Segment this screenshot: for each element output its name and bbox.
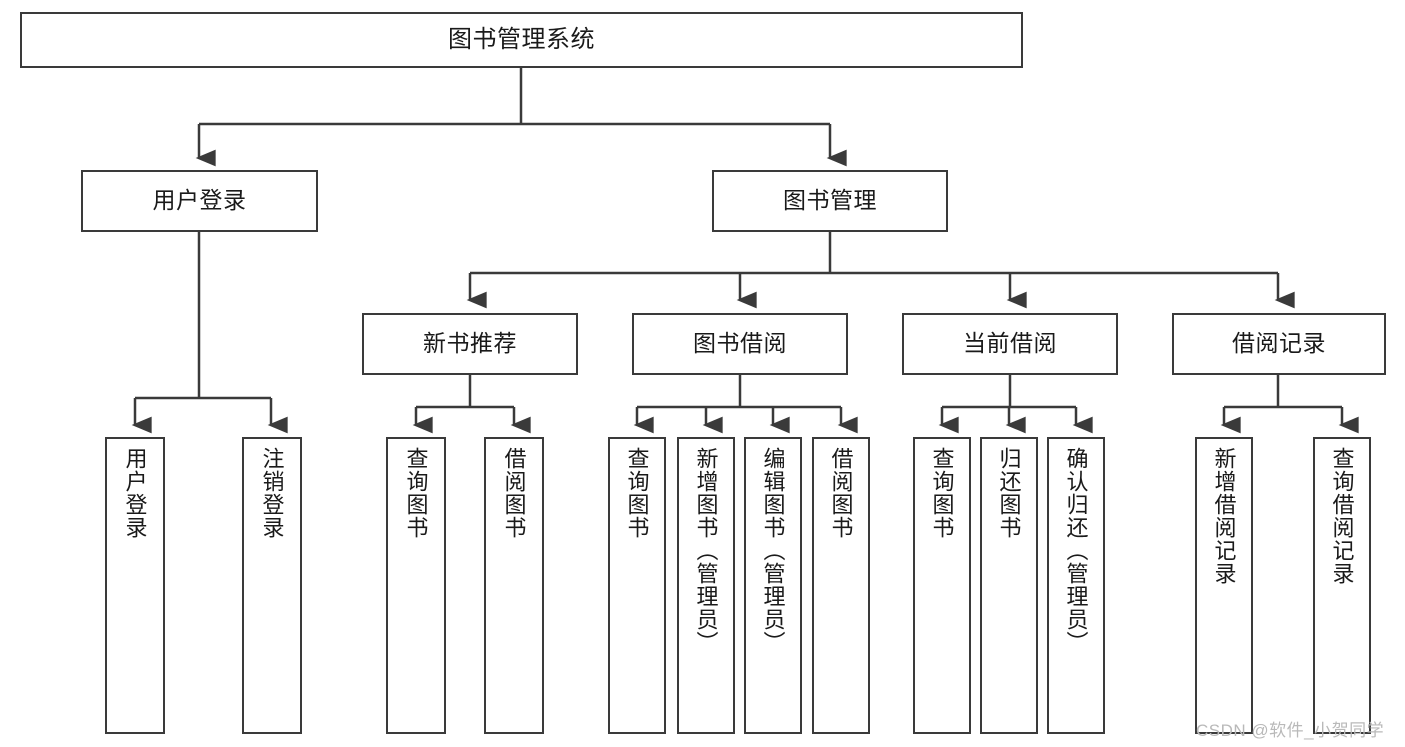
node-label: 借阅图书 xyxy=(501,447,527,539)
node-label: 用户登录 xyxy=(122,447,148,539)
node-label: 编辑图书（管理员） xyxy=(760,447,786,654)
leaf-borrow-book-recommend[interactable]: 借阅图书 xyxy=(484,437,544,734)
leaf-query-book-current[interactable]: 查询图书 xyxy=(913,437,971,734)
node-borrow-records[interactable]: 借阅记录 xyxy=(1172,313,1386,375)
leaf-logout[interactable]: 注销登录 xyxy=(242,437,302,734)
leaf-edit-book-admin[interactable]: 编辑图书（管理员） xyxy=(744,437,802,734)
node-label: 当前借阅 xyxy=(963,330,1057,357)
node-label: 查询图书 xyxy=(403,447,429,539)
node-label: 图书管理 xyxy=(783,187,877,214)
node-label: 新增图书（管理员） xyxy=(693,447,719,654)
node-user-login[interactable]: 用户登录 xyxy=(81,170,318,232)
node-label: 图书借阅 xyxy=(693,330,787,357)
node-label: 用户登录 xyxy=(152,187,247,214)
leaf-user-login[interactable]: 用户登录 xyxy=(105,437,165,734)
node-book-borrow[interactable]: 图书借阅 xyxy=(632,313,848,375)
node-book-management[interactable]: 图书管理 xyxy=(712,170,948,232)
leaf-query-book-recommend[interactable]: 查询图书 xyxy=(386,437,446,734)
leaf-add-borrow-record[interactable]: 新增借阅记录 xyxy=(1195,437,1253,734)
node-root-system[interactable]: 图书管理系统 xyxy=(20,12,1023,68)
leaf-borrow-book[interactable]: 借阅图书 xyxy=(812,437,870,734)
node-current-borrow[interactable]: 当前借阅 xyxy=(902,313,1118,375)
leaf-return-book[interactable]: 归还图书 xyxy=(980,437,1038,734)
leaf-add-book-admin[interactable]: 新增图书（管理员） xyxy=(677,437,735,734)
node-label: 图书管理系统 xyxy=(448,25,595,53)
node-label: 新书推荐 xyxy=(423,330,517,357)
node-label: 新增借阅记录 xyxy=(1211,447,1237,585)
node-label: 归还图书 xyxy=(996,447,1022,539)
watermark: CSDN @软件_小贺同学 xyxy=(1196,721,1385,740)
node-label: 注销登录 xyxy=(259,447,285,539)
node-label: 借阅图书 xyxy=(828,447,854,539)
node-label: 确认归还（管理员） xyxy=(1063,447,1089,654)
node-label: 查询借阅记录 xyxy=(1329,447,1355,585)
node-label: 查询图书 xyxy=(929,447,955,539)
node-new-book-recommendation[interactable]: 新书推荐 xyxy=(362,313,578,375)
leaf-query-book[interactable]: 查询图书 xyxy=(608,437,666,734)
leaf-confirm-return-admin[interactable]: 确认归还（管理员） xyxy=(1047,437,1105,734)
leaf-query-borrow-record[interactable]: 查询借阅记录 xyxy=(1313,437,1371,734)
node-label: 查询图书 xyxy=(624,447,650,539)
node-label: 借阅记录 xyxy=(1232,330,1326,357)
